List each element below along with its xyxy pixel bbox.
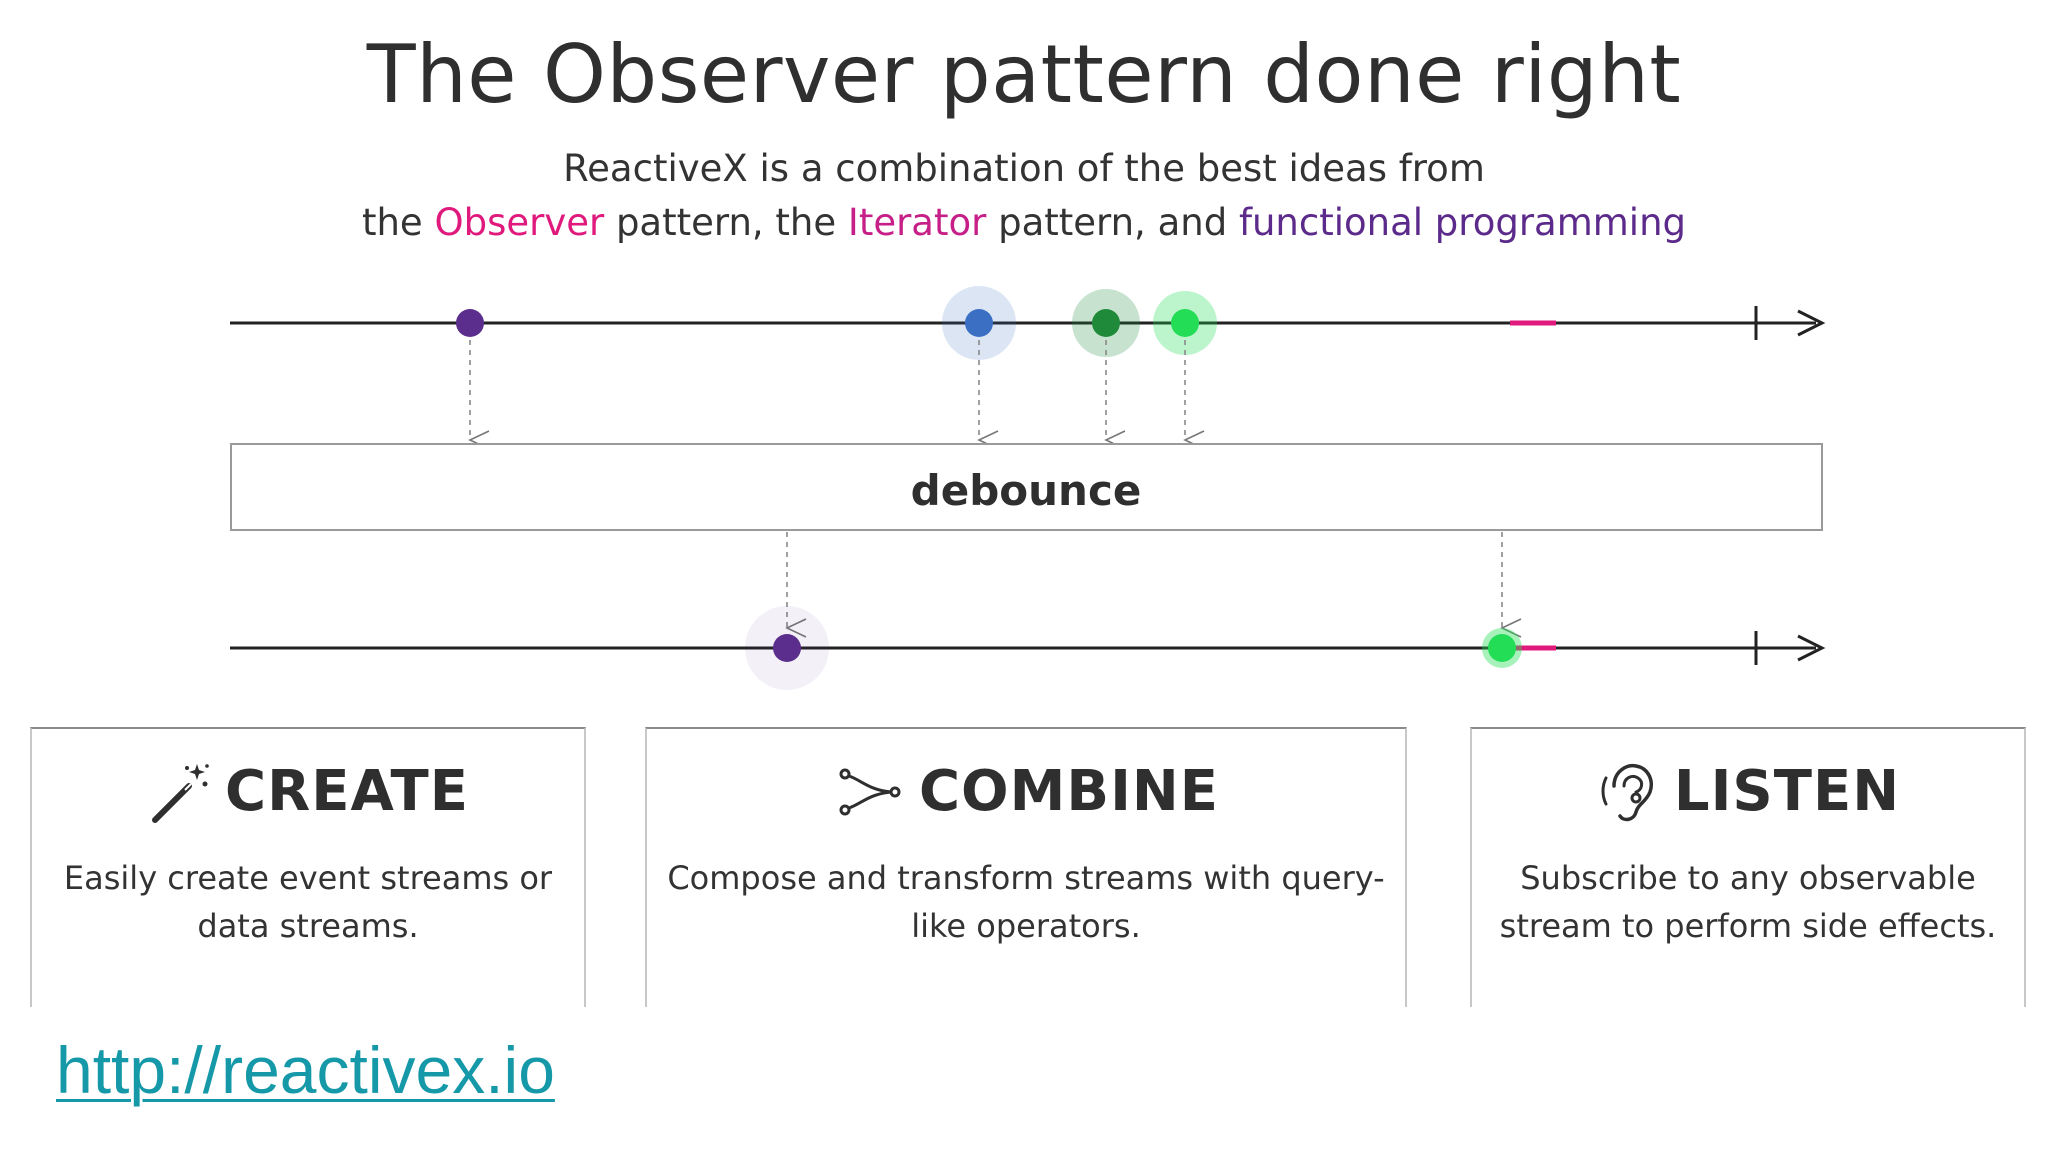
input-timeline xyxy=(230,286,1826,450)
create-panel: CREATE Easily create event streams or da… xyxy=(30,727,586,1007)
combine-panel: COMBINE Compose and transform streams wi… xyxy=(645,727,1407,1007)
subtitle-mid-2: pattern, and xyxy=(986,201,1239,244)
input-marble-green xyxy=(1153,291,1217,355)
ear-icon xyxy=(1601,763,1653,821)
input-marble-dark-green xyxy=(1072,289,1140,357)
subtitle-line-2: the Observer pattern, the Iterator patte… xyxy=(0,196,2048,250)
input-marble-purple xyxy=(456,309,484,337)
operator-label: debounce xyxy=(911,466,1142,515)
listen-panel-title: LISTEN xyxy=(1673,759,1901,824)
listen-panel: LISTEN Subscribe to any observable strea… xyxy=(1470,727,2026,1007)
subtitle-mid-1: pattern, the xyxy=(604,201,848,244)
marble-diagram: debounce xyxy=(230,286,1826,690)
output-marble-green xyxy=(1482,628,1522,668)
combine-panel-title: COMBINE xyxy=(918,759,1220,824)
iterator-keyword: Iterator xyxy=(847,201,987,244)
output-timeline-arrowhead xyxy=(1797,634,1826,662)
listen-panel-header: LISTEN xyxy=(1472,759,2024,824)
observer-keyword: Observer xyxy=(434,201,605,244)
output-timeline xyxy=(230,532,1826,690)
create-panel-description: Easily create event streams or data stre… xyxy=(63,859,553,945)
combine-arrow-icon xyxy=(839,768,901,815)
combine-panel-header: COMBINE xyxy=(647,759,1405,824)
create-panel-header: CREATE xyxy=(32,759,584,824)
input-marble-blue xyxy=(942,286,1016,360)
subtitle-line-1: ReactiveX is a combination of the best i… xyxy=(563,147,1485,190)
subtitle-prefix: the xyxy=(361,201,435,244)
functional-keyword: functional programming xyxy=(1238,201,1687,244)
listen-panel-description: Subscribe to any observable stream to pe… xyxy=(1499,859,1997,945)
magic-wand-icon xyxy=(152,763,209,823)
combine-panel-description: Compose and transform streams with query… xyxy=(667,859,1385,945)
operator-box: debounce xyxy=(230,443,1823,531)
create-panel-title: CREATE xyxy=(225,759,469,824)
slide-title: The Observer pattern done right xyxy=(366,28,1682,121)
reactivex-link[interactable]: http://reactivex.io xyxy=(56,1033,555,1107)
input-timeline-arrowhead xyxy=(1797,309,1826,337)
output-marble-purple xyxy=(745,606,829,690)
slide-subtitle: ReactiveX is a combination of the best i… xyxy=(0,142,2048,250)
